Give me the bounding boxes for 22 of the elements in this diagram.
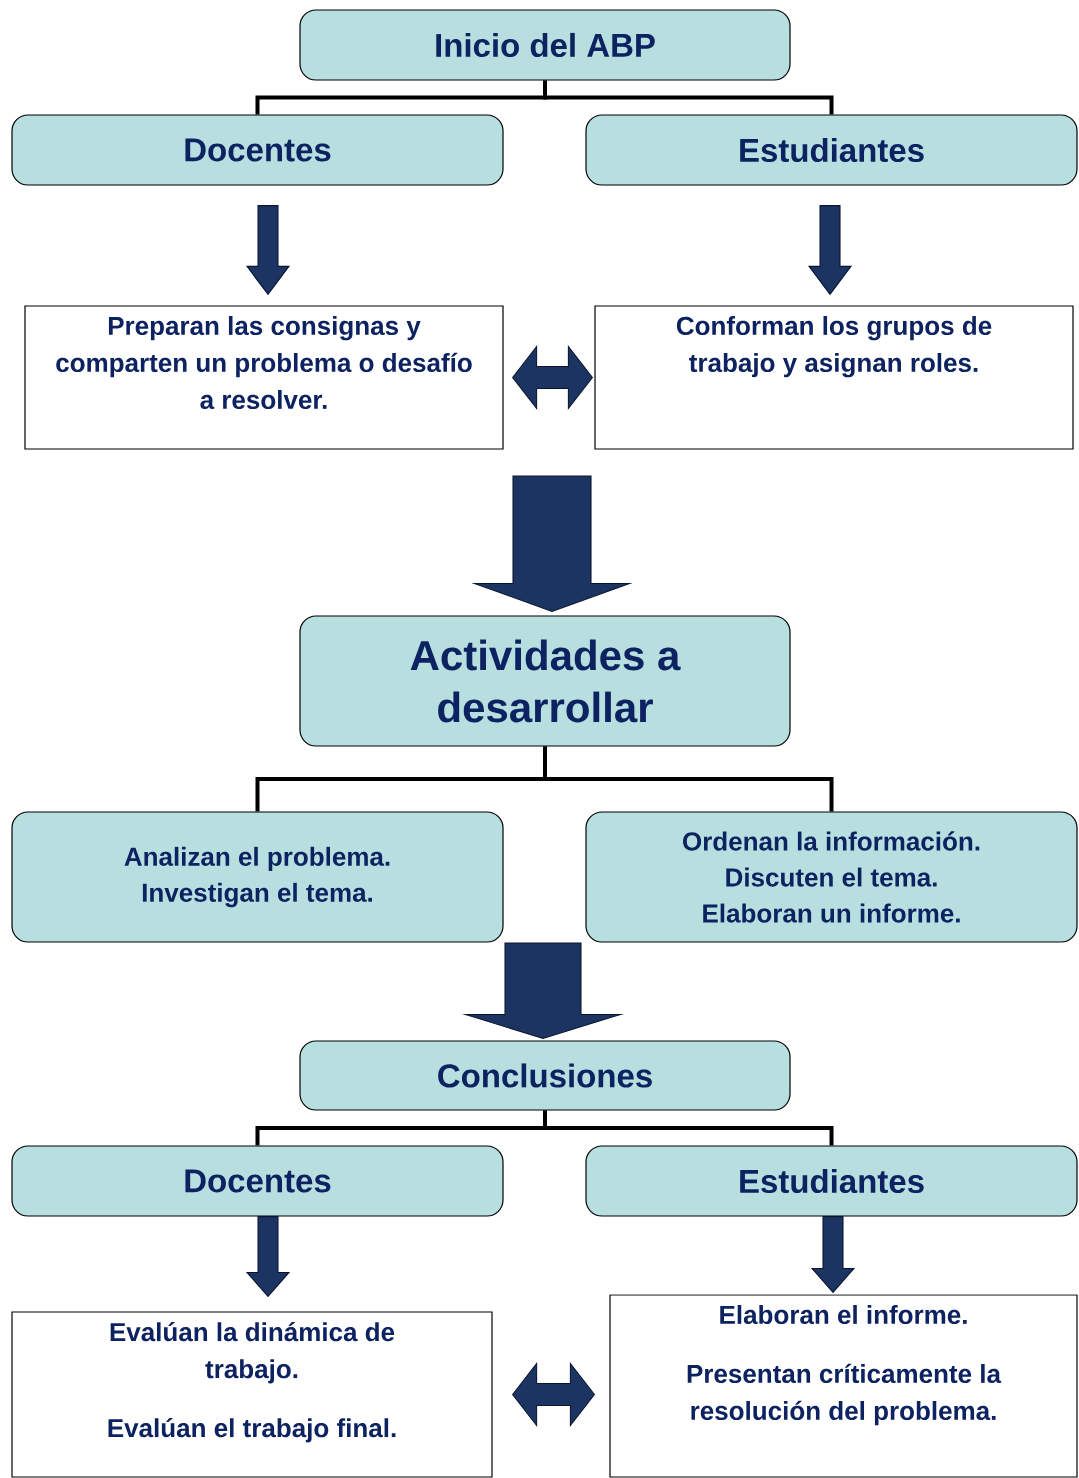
heading-box: Estudiantes: [585, 114, 1078, 186]
connector-line: [543, 746, 834, 812]
heading-box: Docentes: [11, 1145, 504, 1217]
block-arrow: [807, 205, 853, 296]
heading-box: Docentes: [11, 114, 504, 186]
heading-box: Estudiantes: [585, 1145, 1078, 1217]
text-box: Conforman los grupos de trabajo y asignan roles.: [594, 305, 1074, 450]
connector-line: [543, 80, 834, 115]
block-arrow: [810, 1216, 856, 1294]
connector-line: [543, 1110, 834, 1146]
text-box: Preparan las consignas y comparten un problema o desafío a resolver.: [24, 305, 504, 450]
heading-box: Ordenan la información. Discuten el tema. Elaboran un informe.: [585, 811, 1078, 943]
heading-box: Actividades a desarrollar: [299, 615, 791, 747]
block-arrow: [245, 205, 291, 296]
heading-box: Inicio del ABP: [299, 9, 791, 81]
text-box: Evalúan la dinámica de trabajo. Evalúan el trabajo final.: [11, 1311, 493, 1478]
heading-box: Conclusiones: [299, 1040, 791, 1111]
block-arrow: [461, 942, 625, 1039]
heading-box: Analizan el problema. Investigan el tema.: [11, 811, 504, 943]
block-arrow: [471, 475, 633, 612]
block-arrow: [245, 1216, 291, 1298]
text-box: Elaboran el informe. Presentan críticamente la resolución del problema.: [609, 1294, 1078, 1478]
